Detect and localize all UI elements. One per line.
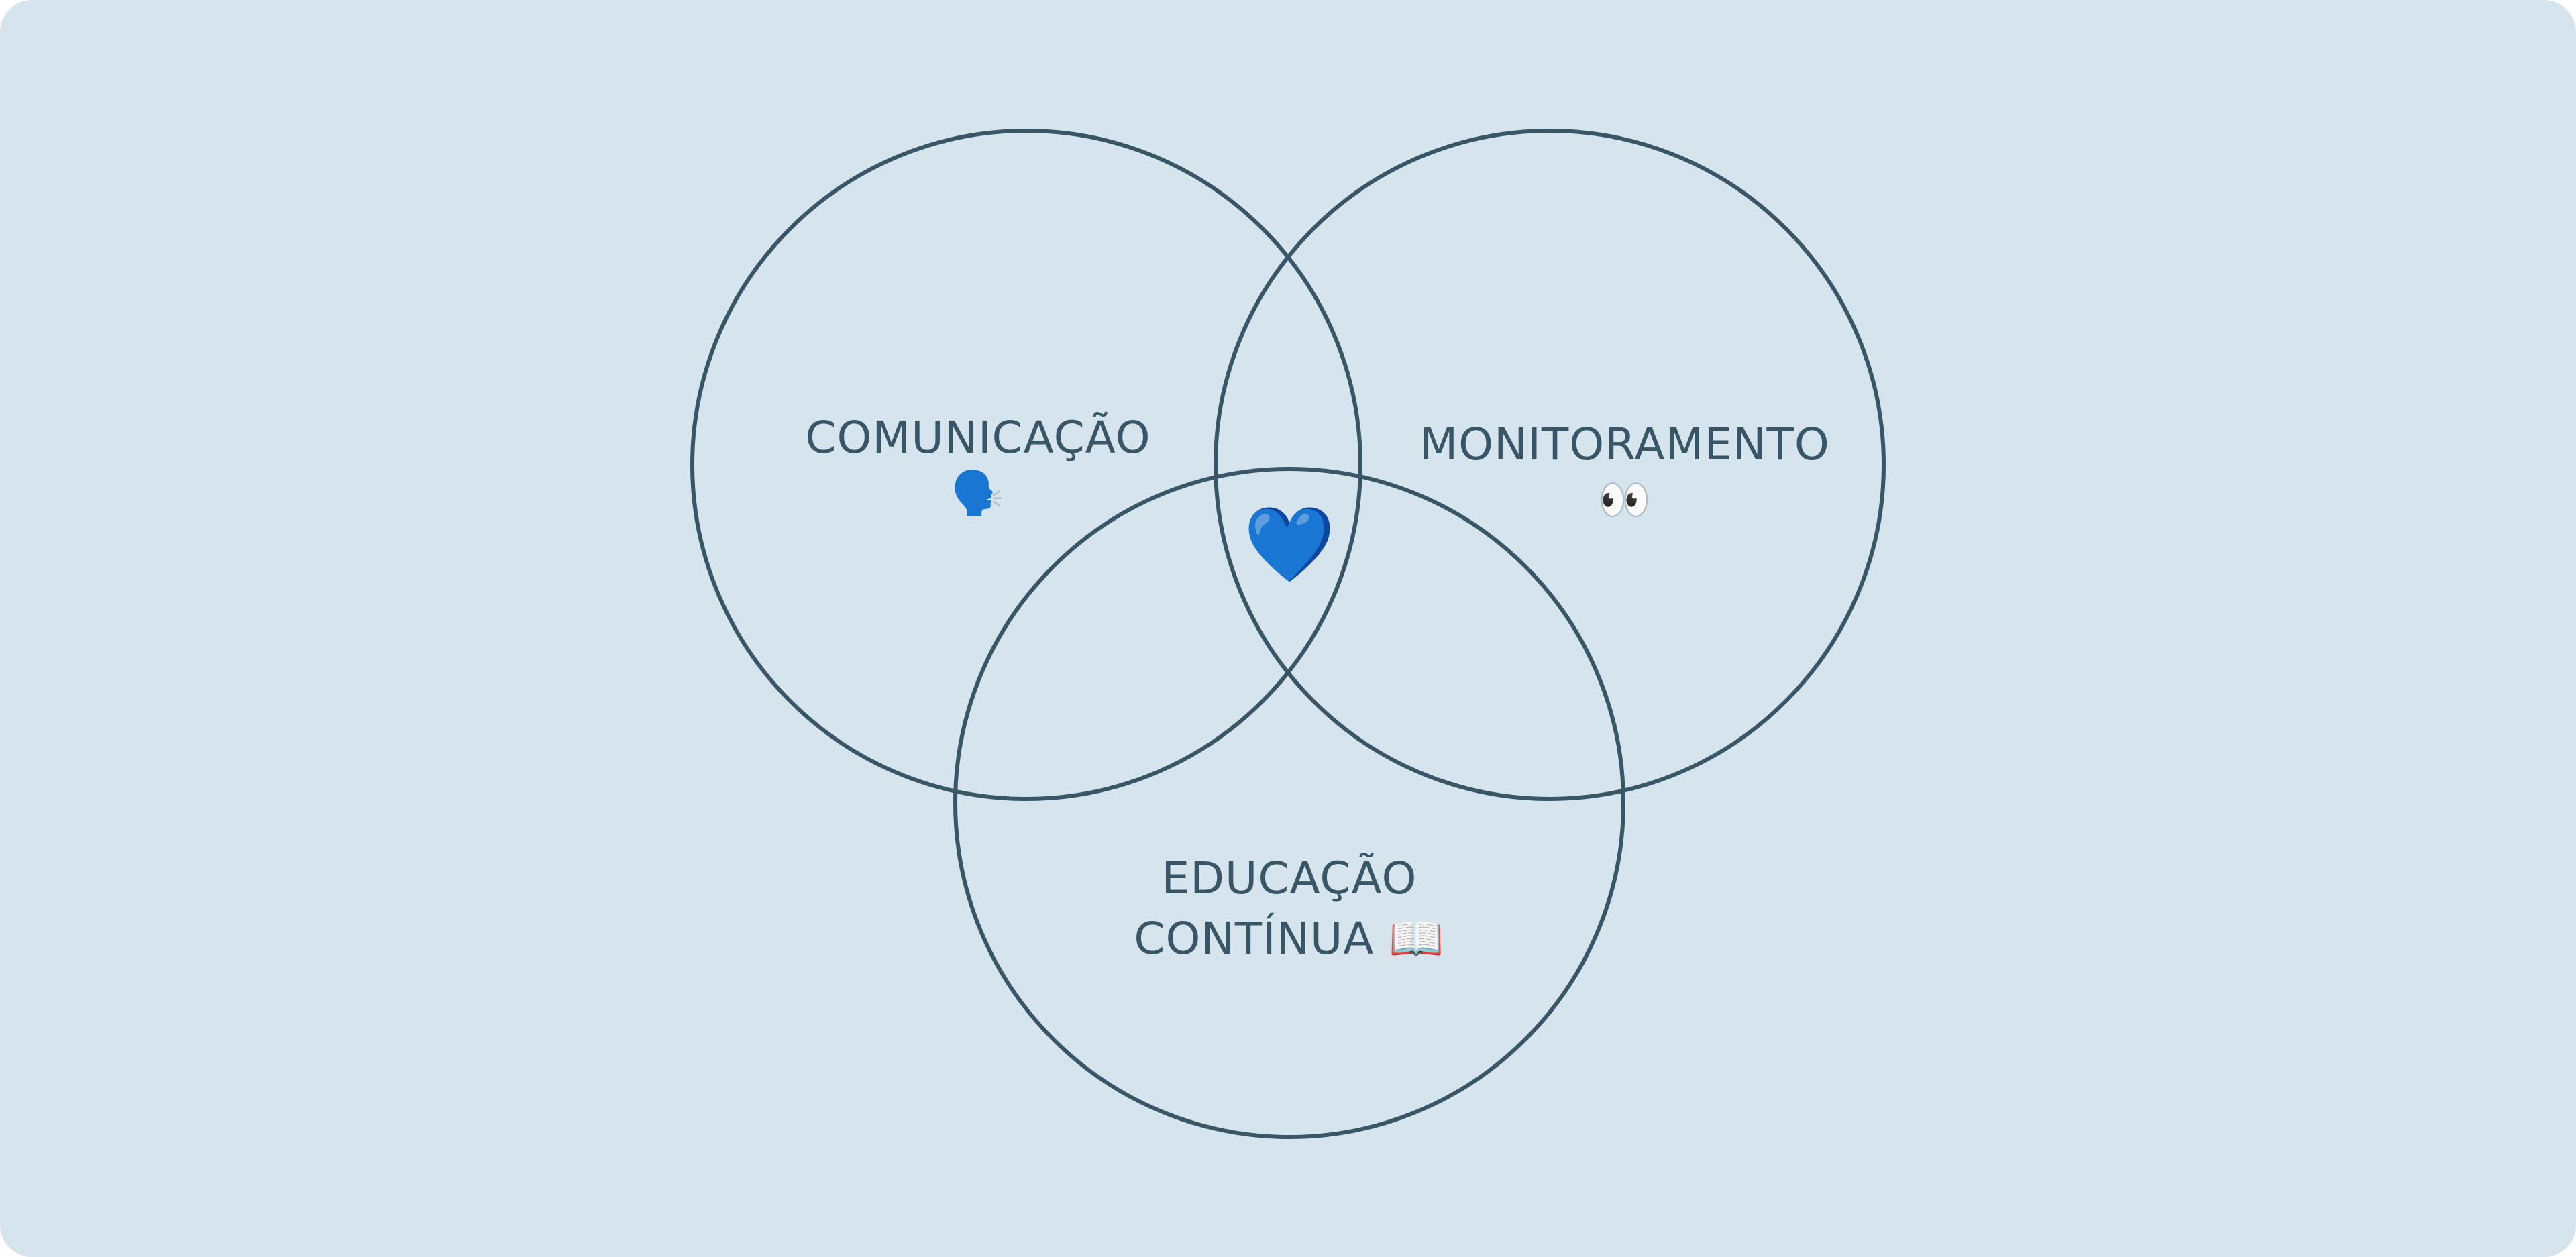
label-line-1: EDUCAÇÃO [1161, 853, 1417, 904]
label-line-2: CONTÍNUA [1134, 913, 1375, 965]
speaking-head-icon: 🗣️ [951, 469, 1006, 518]
circle-comunicacao [690, 129, 1362, 801]
set-label-comunicacao: COMUNICAÇÃO 🗣️ [805, 408, 1150, 519]
label-text: MONITORAMENTO [1419, 419, 1830, 470]
blue-heart-icon: 💙 [1243, 504, 1336, 586]
open-book-icon: 📖 [1389, 913, 1445, 965]
circle-educacao-continua [953, 467, 1625, 1139]
label-text: COMUNICAÇÃO [805, 412, 1151, 463]
set-label-educacao-continua: EDUCAÇÃO CONTÍNUA 📖 [1134, 849, 1444, 969]
eyes-icon: 👀 [1597, 476, 1652, 525]
set-label-monitoramento: MONITORAMENTO 👀 [1419, 415, 1830, 526]
circle-monitoramento [1214, 129, 1886, 801]
